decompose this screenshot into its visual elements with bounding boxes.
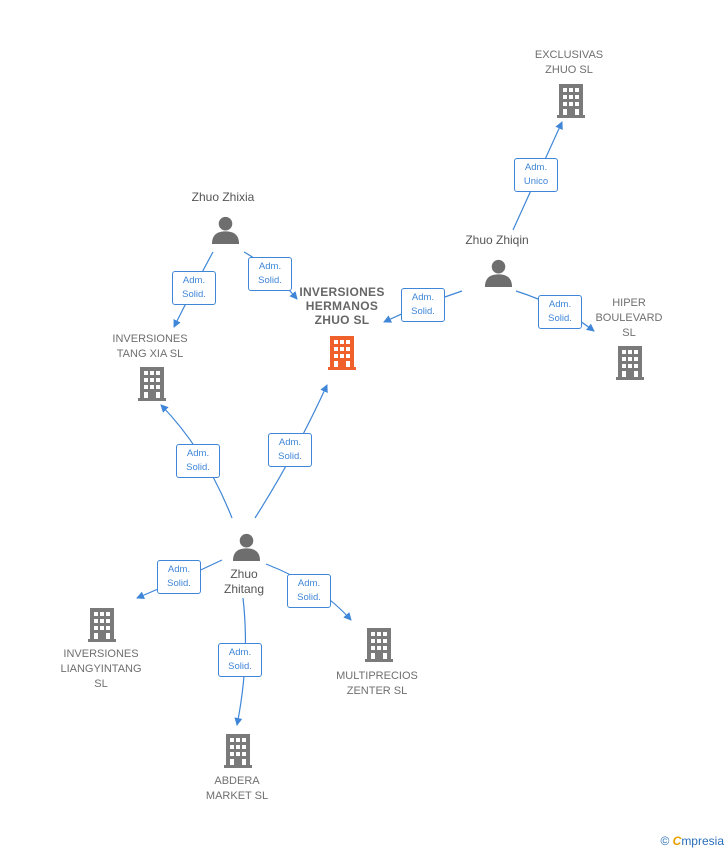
copyright-icon: ©	[660, 834, 670, 848]
label-line: Solid.	[167, 578, 191, 589]
label-line: Adm.	[186, 448, 210, 459]
label-line: Solid.	[186, 462, 210, 473]
label-line: Solid.	[411, 306, 435, 317]
building-icon-tangxia[interactable]	[138, 367, 166, 401]
edge-label-zhitang-abdera[interactable]: Adm. Solid.	[218, 643, 262, 677]
company-label-abdera[interactable]: ABDERA MARKET SL	[188, 774, 286, 804]
building-icon-hiper[interactable]	[616, 346, 644, 380]
person-icon-zhixia[interactable]	[211, 216, 240, 244]
building-icon-liangyintang[interactable]	[88, 608, 116, 642]
label-line: Zhuo	[230, 567, 258, 581]
building-icon-exclusivas[interactable]	[557, 84, 585, 118]
label-line: ABDERA	[214, 775, 260, 787]
label-line: Zhuo Zhixia	[191, 190, 255, 204]
label-line: SL	[94, 678, 108, 690]
label-line: Solid.	[258, 275, 282, 286]
label-line: Unico	[523, 176, 549, 187]
brand-initial: C	[672, 834, 682, 848]
edge-label-zhixia-tangxia[interactable]: Adm. Solid.	[172, 271, 216, 305]
empresia-logo: © Cmpresia	[660, 834, 724, 848]
company-label-center[interactable]: INVERSIONES HERMANOS ZHUO SL	[290, 285, 394, 327]
label-line: Solid.	[278, 451, 302, 462]
edge-label-zhitang-liangyintang[interactable]: Adm. Solid.	[157, 560, 201, 594]
label-line: HIPER	[612, 297, 646, 309]
label-line: Adm.	[297, 578, 321, 589]
label-line: TANG XIA SL	[116, 348, 184, 360]
label-line: EXCLUSIVAS	[534, 49, 604, 61]
label-line: SL	[622, 327, 636, 339]
label-line: MULTIPRECIOS	[336, 670, 418, 682]
label-line: Adm.	[278, 437, 302, 448]
edge-label-zhiqin-center[interactable]: Adm. Solid.	[401, 288, 445, 322]
label-line: LIANGYINTANG	[60, 663, 142, 675]
label-line: ZHUO SL	[545, 64, 593, 76]
building-icon-center[interactable]	[328, 336, 356, 370]
label-line: INVERSIONES	[63, 648, 139, 660]
edge-label-zhixia-center[interactable]: Adm. Solid.	[248, 257, 292, 291]
person-label-zhixia[interactable]: Zhuo Zhixia	[176, 190, 270, 205]
company-label-exclusivas[interactable]: EXCLUSIVAS ZHUO SL	[520, 48, 618, 78]
building-icon-abdera[interactable]	[224, 734, 252, 768]
label-line: INVERSIONES	[112, 333, 188, 345]
building-icon-multiprecios[interactable]	[365, 628, 393, 662]
label-line: ZENTER SL	[346, 685, 408, 697]
label-line: ZHUO SL	[314, 313, 370, 327]
label-line: Solid.	[228, 661, 252, 672]
person-icon-zhitang[interactable]	[232, 533, 261, 561]
label-line: Adm.	[182, 275, 206, 286]
edge-label-zhiqin-exclusivas[interactable]: Adm. Unico	[514, 158, 558, 192]
company-label-hiper[interactable]: HIPER BOULEVARD SL	[586, 296, 672, 341]
label-line: Adm.	[228, 647, 252, 658]
person-label-zhiqin[interactable]: Zhuo Zhiqin	[450, 233, 544, 248]
label-line: Adm.	[548, 299, 572, 310]
label-line: HERMANOS	[305, 299, 379, 313]
edge-label-zhiqin-hiper[interactable]: Adm. Solid.	[538, 295, 582, 329]
label-line: INVERSIONES	[299, 285, 385, 299]
label-line: Zhitang	[223, 582, 265, 596]
label-line: Solid.	[297, 592, 321, 603]
edge-label-zhitang-tangxia[interactable]: Adm. Solid.	[176, 444, 220, 478]
company-label-liangyintang[interactable]: INVERSIONES LIANGYINTANG SL	[50, 647, 152, 692]
person-icon-zhiqin[interactable]	[484, 259, 513, 287]
company-label-multiprecios[interactable]: MULTIPRECIOS ZENTER SL	[326, 669, 428, 699]
edge-label-zhitang-multiprecios[interactable]: Adm. Solid.	[287, 574, 331, 608]
label-line: MARKET SL	[205, 790, 269, 802]
label-line: Adm.	[411, 292, 435, 303]
company-label-tangxia[interactable]: INVERSIONES TANG XIA SL	[100, 332, 200, 362]
label-line: Solid.	[182, 289, 206, 300]
label-line: Adm.	[524, 162, 548, 173]
edge-label-zhitang-center[interactable]: Adm. Solid.	[268, 433, 312, 467]
label-line: Solid.	[548, 313, 572, 324]
brand-name: mpresia	[681, 834, 724, 848]
label-line: Zhuo Zhiqin	[465, 233, 529, 247]
label-line: BOULEVARD	[595, 312, 663, 324]
person-label-zhitang[interactable]: Zhuo Zhitang	[214, 567, 274, 597]
label-line: Adm.	[167, 564, 191, 575]
label-line: Adm.	[258, 261, 282, 272]
